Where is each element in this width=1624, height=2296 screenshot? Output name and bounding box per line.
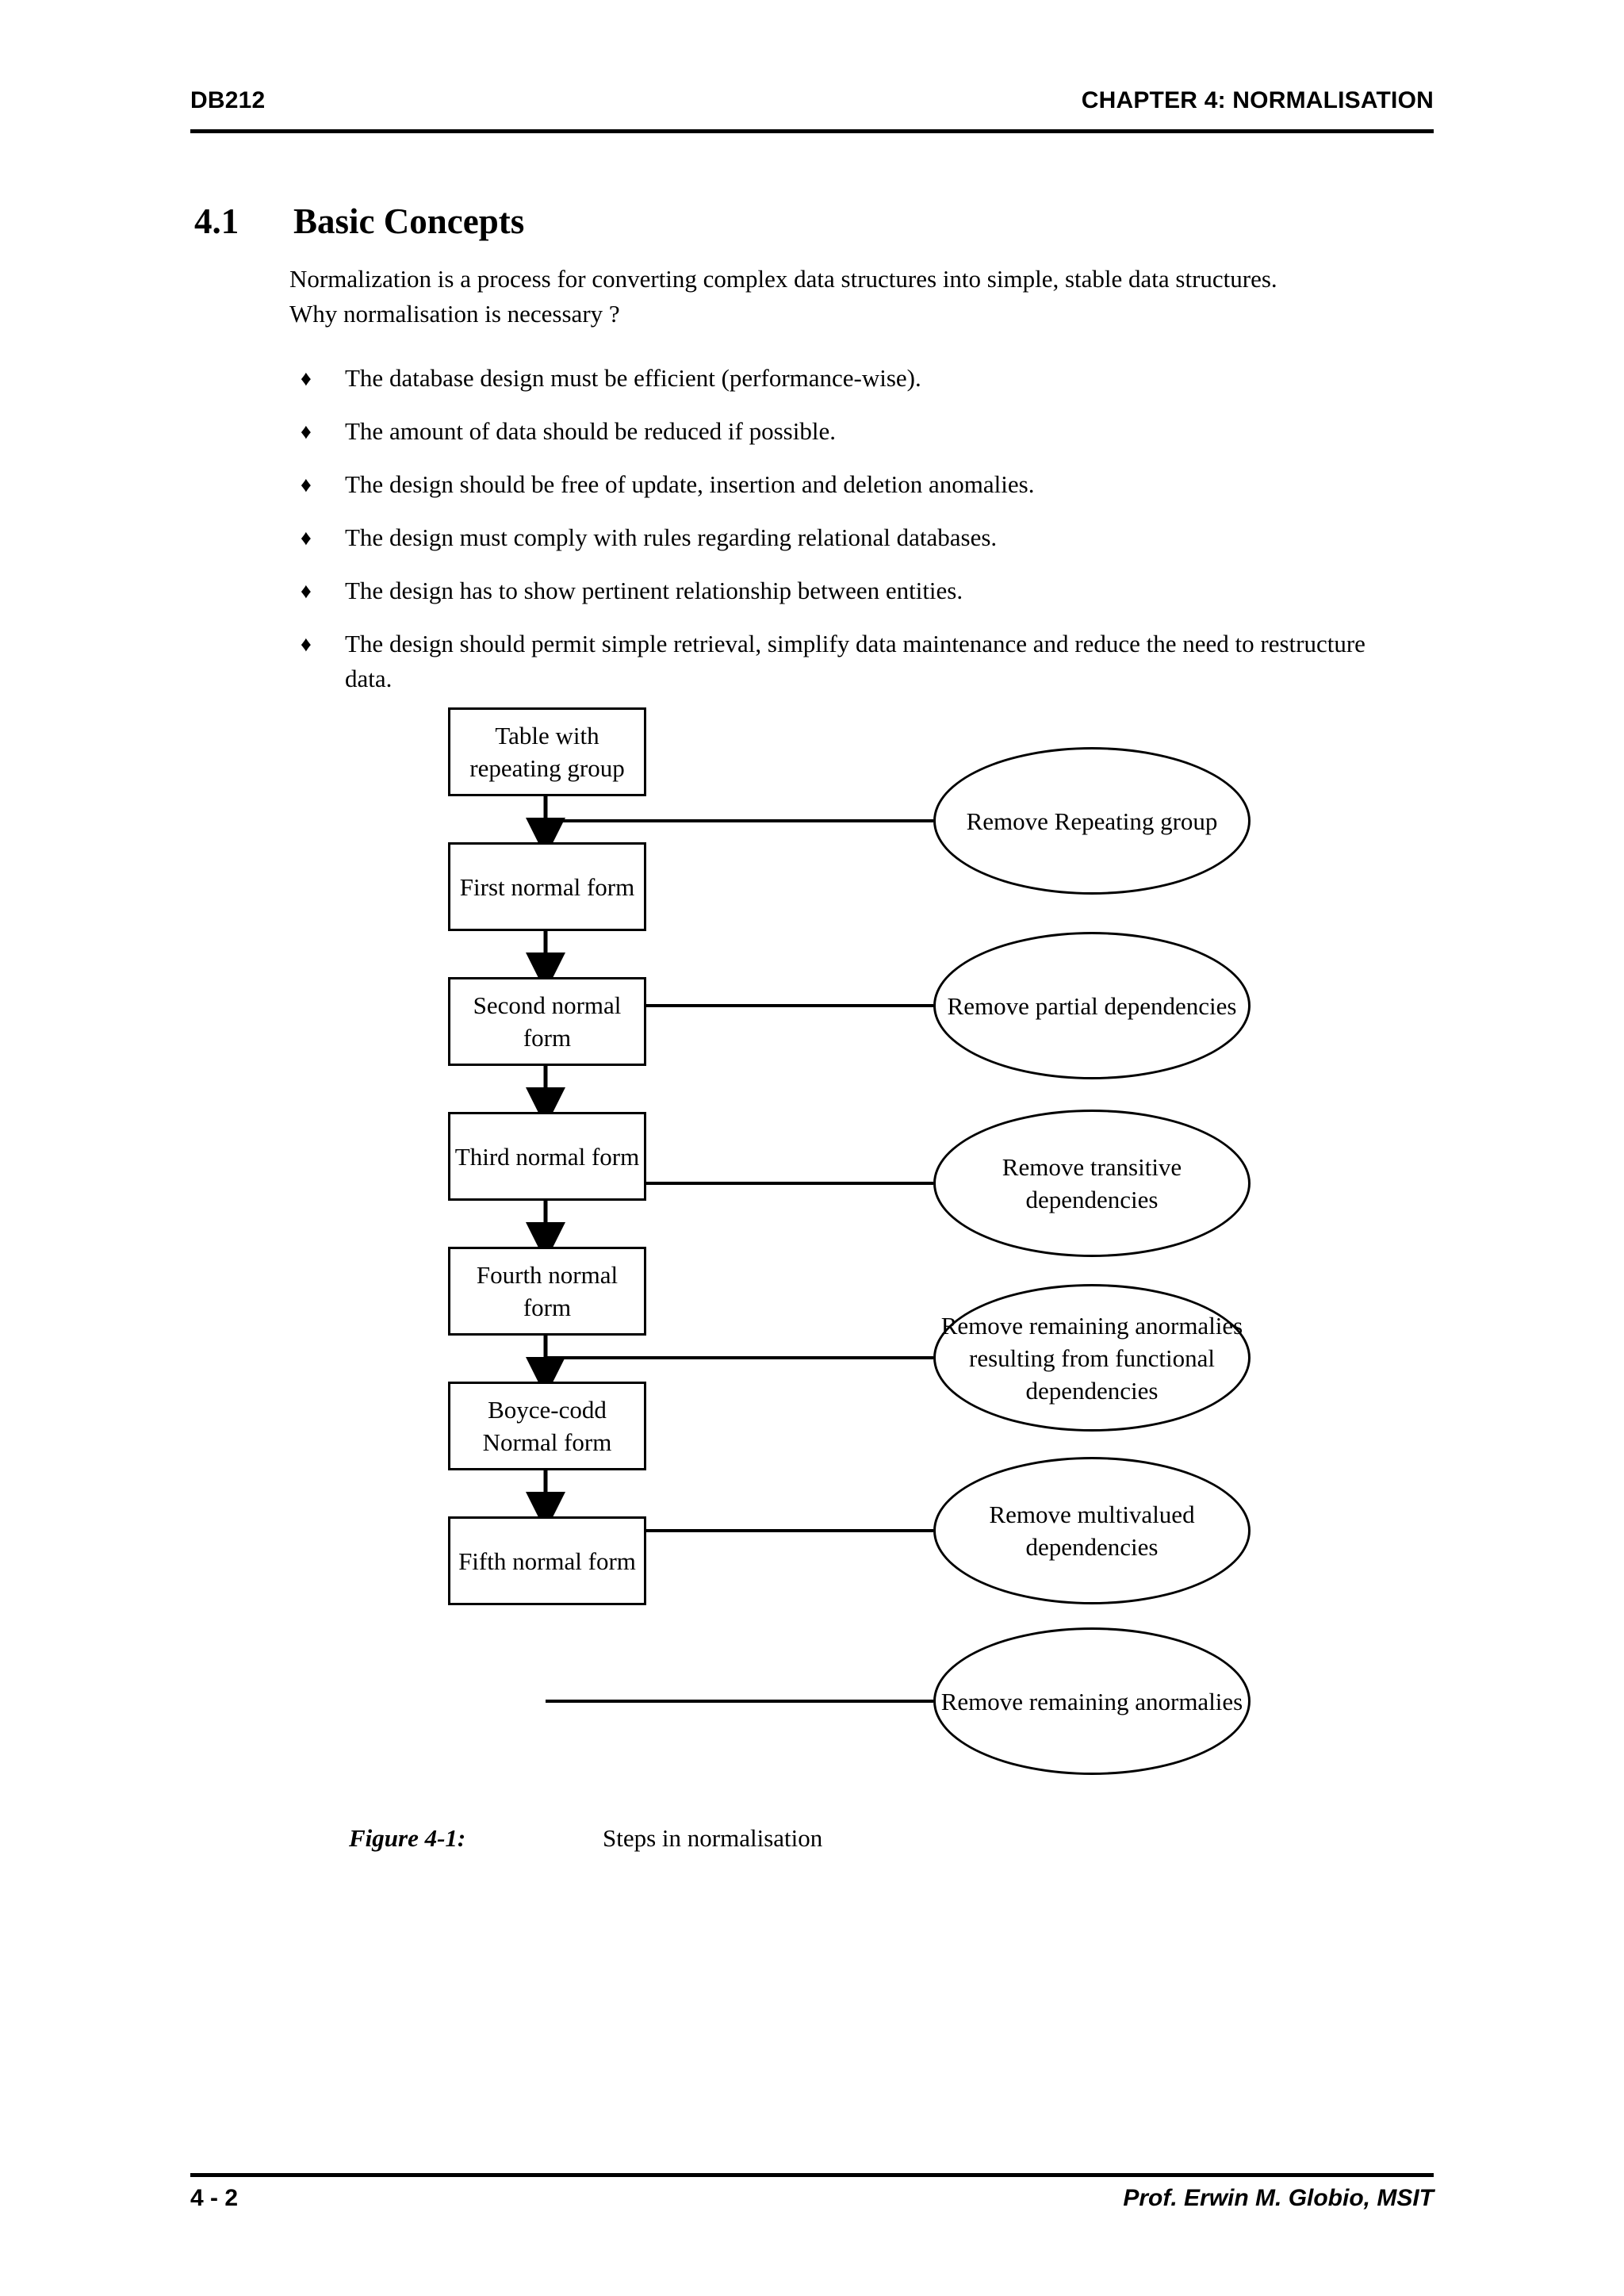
diamond-bullet-icon: ♦ bbox=[301, 366, 312, 390]
intro-paragraph: Normalization is a process for convertin… bbox=[289, 265, 1277, 293]
figure-caption: Figure 4-1: Steps in normalisation bbox=[349, 1824, 822, 1853]
list-item: ♦ The database design must be efficient … bbox=[289, 361, 1400, 396]
list-item: ♦ The design should be free of update, i… bbox=[289, 467, 1400, 502]
stage-box-boyce-codd-normal-form[interactable]: Boyce-codd Normal form bbox=[448, 1382, 646, 1470]
figure-caption-text: Steps in normalisation bbox=[603, 1824, 823, 1852]
header-chapter-title: CHAPTER 4: NORMALISATION bbox=[1081, 87, 1434, 113]
stage-box-second-normal-form[interactable]: Second normal form bbox=[448, 977, 646, 1066]
diamond-bullet-icon: ♦ bbox=[301, 579, 312, 603]
diamond-bullet-icon: ♦ bbox=[301, 473, 312, 496]
footer-author: Prof. Erwin M. Globio, MSIT bbox=[1123, 2185, 1434, 2211]
list-item: ♦ The design must comply with rules rega… bbox=[289, 520, 1400, 555]
action-ellipse-remove-remaining-anormalies[interactable]: Remove remaining anormalies bbox=[933, 1627, 1251, 1775]
list-item-label: The amount of data should be reduced if … bbox=[345, 417, 836, 445]
footer-rule bbox=[190, 2173, 1434, 2177]
header-course-code: DB212 bbox=[190, 87, 266, 113]
page-footer: 4 - 2 Prof. Erwin M. Globio, MSIT bbox=[190, 2185, 1434, 2212]
list-item: ♦ The amount of data should be reduced i… bbox=[289, 414, 1400, 449]
action-ellipse-remove-partial-dependencies[interactable]: Remove partial dependencies bbox=[933, 932, 1251, 1079]
section-number: 4.1 bbox=[194, 201, 239, 241]
diamond-bullet-icon: ♦ bbox=[301, 420, 312, 443]
stage-box-first-normal-form[interactable]: First normal form bbox=[448, 842, 646, 931]
diamond-bullet-icon: ♦ bbox=[301, 632, 312, 656]
page-title: 4.1 Basic Concepts bbox=[194, 201, 524, 242]
list-item-label: The design should be free of update, ins… bbox=[345, 470, 1035, 498]
stage-box-fifth-normal-form[interactable]: Fifth normal form bbox=[448, 1516, 646, 1605]
list-item-label: The design must comply with rules regard… bbox=[345, 523, 998, 551]
bullet-list: ♦ The database design must be efficient … bbox=[289, 361, 1400, 715]
list-item: ♦ The design has to show pertinent relat… bbox=[289, 573, 1400, 608]
header-rule bbox=[190, 129, 1434, 133]
list-item-label: The database design must be efficient (p… bbox=[345, 364, 921, 392]
list-item: ♦ The design should permit simple retrie… bbox=[289, 627, 1400, 696]
action-ellipse-remove-multivalued-dependencies[interactable]: Remove multivalued dependencies bbox=[933, 1457, 1251, 1604]
diamond-bullet-icon: ♦ bbox=[301, 526, 312, 550]
list-item-label: The design should permit simple retrieva… bbox=[345, 630, 1365, 692]
section-title: Basic Concepts bbox=[293, 201, 525, 241]
action-ellipse-remove-transitive-dependencies[interactable]: Remove transitive dependencies bbox=[933, 1110, 1251, 1257]
page-number: 4 - 2 bbox=[190, 2185, 239, 2211]
action-ellipse-remove-remaining-anormalies-functional[interactable]: Remove remaining anormalies resulting fr… bbox=[933, 1284, 1251, 1432]
action-ellipse-remove-repeating-group[interactable]: Remove Repeating group bbox=[933, 747, 1251, 895]
stage-box-third-normal-form[interactable]: Third normal form bbox=[448, 1112, 646, 1201]
stage-box-table-with-repeating-group[interactable]: Table with repeating group bbox=[448, 707, 646, 796]
question-line: Why normalisation is necessary ? bbox=[289, 300, 620, 328]
body-text: Normalization is a process for convertin… bbox=[289, 262, 1400, 332]
figure-label: Figure 4-1: bbox=[349, 1824, 466, 1852]
stage-box-fourth-normal-form[interactable]: Fourth normal form bbox=[448, 1247, 646, 1336]
list-item-label: The design has to show pertinent relatio… bbox=[345, 577, 963, 604]
running-head: DB212 CHAPTER 4: NORMALISATION bbox=[190, 87, 1434, 114]
